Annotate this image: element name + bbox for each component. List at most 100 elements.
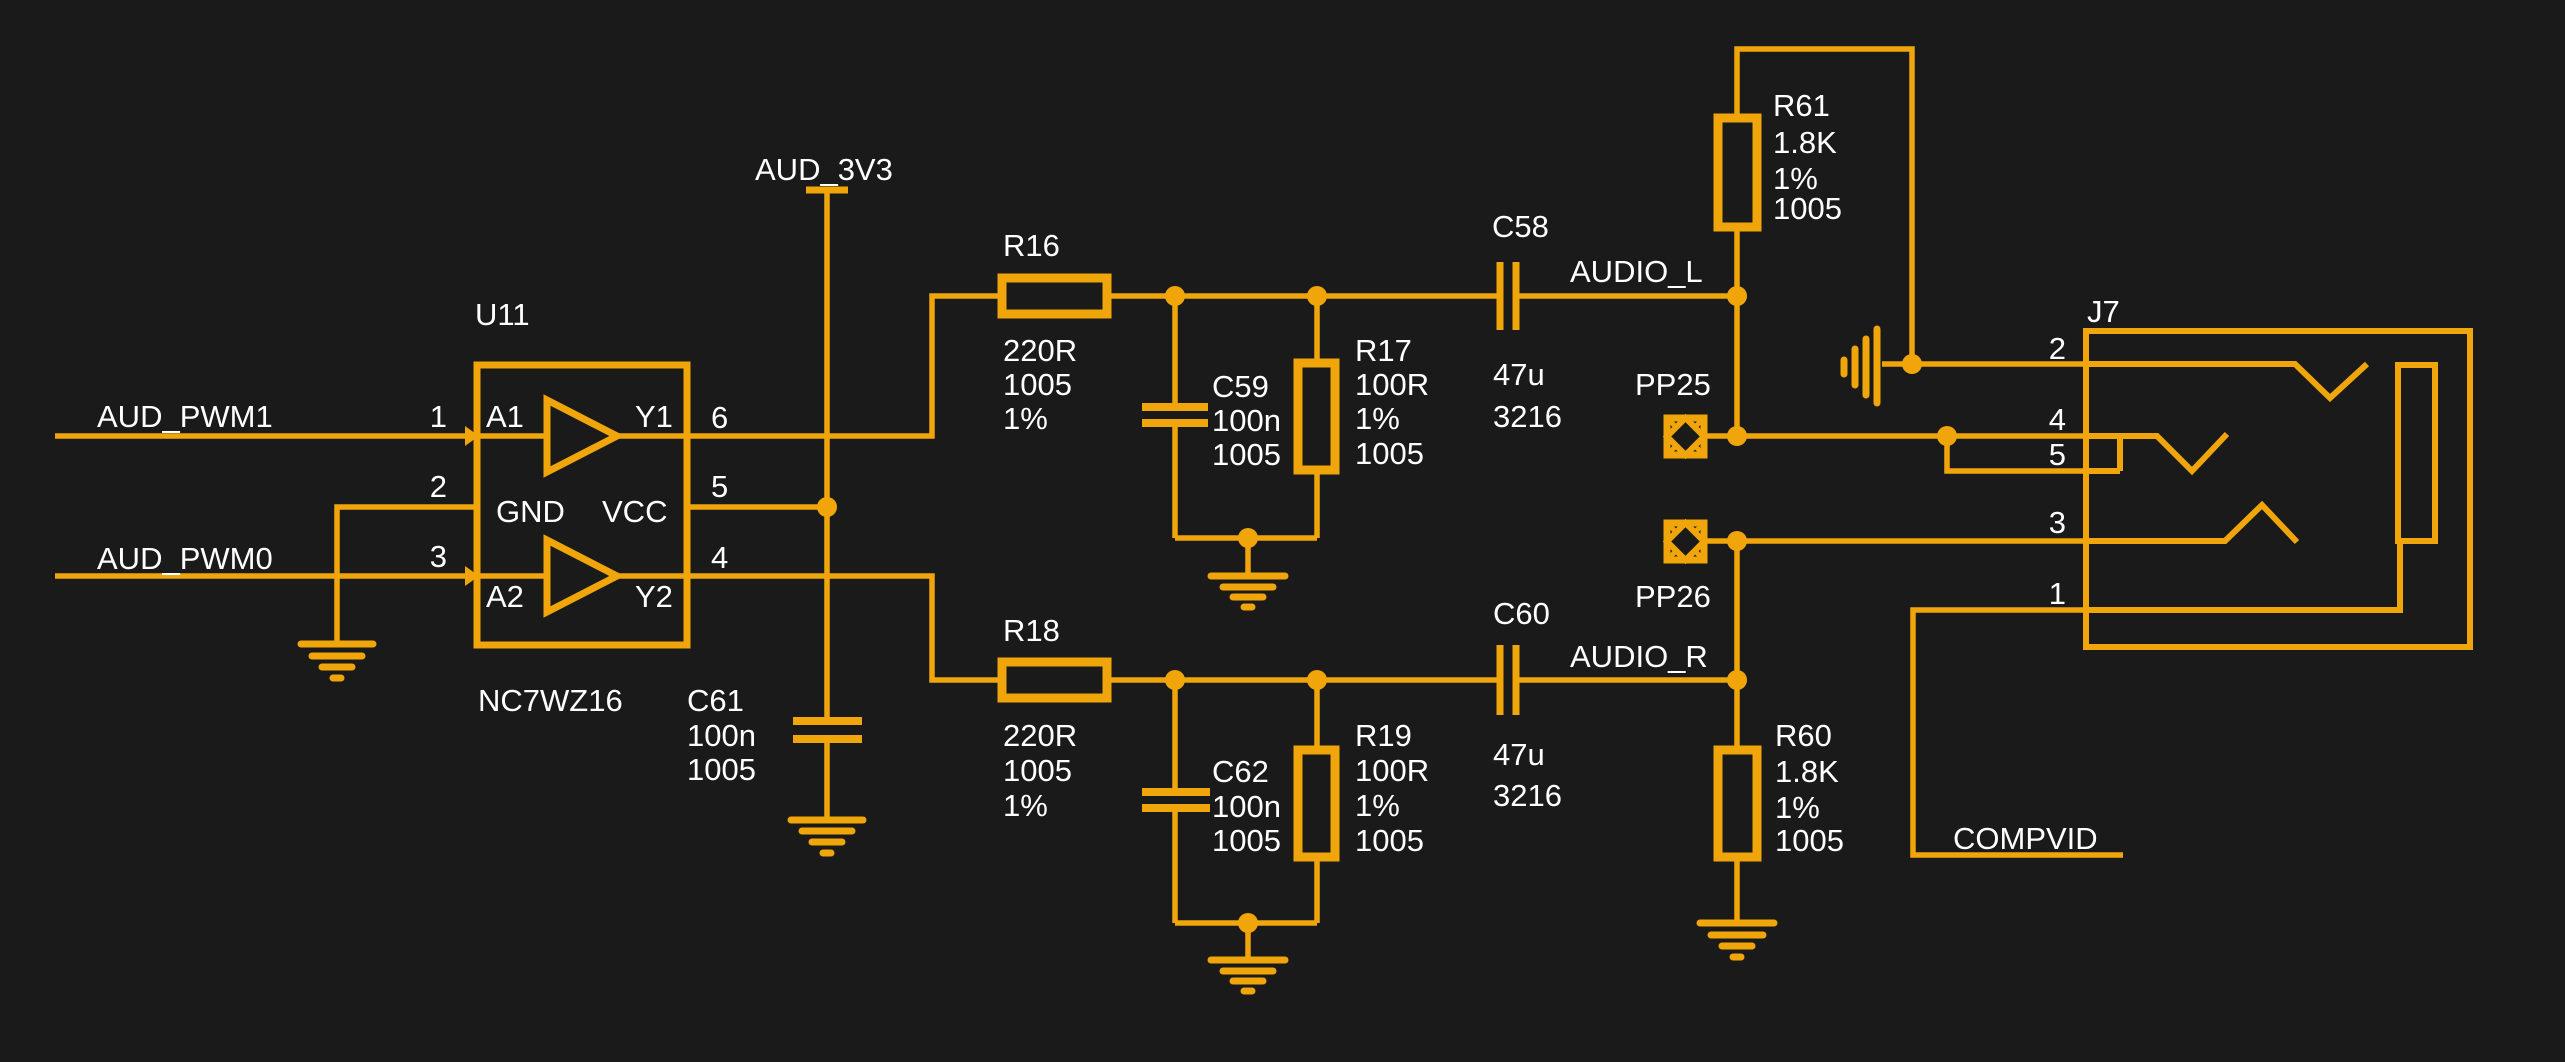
junction-audio-l bbox=[1727, 286, 1747, 306]
c58-value: 47u bbox=[1493, 357, 1545, 392]
c61-refdes: C61 bbox=[687, 683, 744, 718]
net-label-aud-pwm0: AUD_PWM0 bbox=[97, 541, 273, 576]
r17-value: 100R bbox=[1355, 367, 1429, 402]
u11-port-gnd: GND bbox=[496, 494, 565, 529]
u11-pin1-number: 1 bbox=[430, 399, 447, 434]
resistor-r19 bbox=[1293, 745, 1340, 862]
c61-package: 1005 bbox=[687, 752, 756, 787]
junction-r16-r17 bbox=[1307, 286, 1327, 306]
j7-body-outline bbox=[2083, 328, 2473, 650]
u11-port-a2: A2 bbox=[486, 579, 524, 614]
u11-y1-to-r16-wire bbox=[687, 293, 1002, 439]
r60-refdes: R60 bbox=[1775, 718, 1832, 753]
u11-pin1-input-arrow bbox=[465, 426, 479, 446]
resistor-r18 bbox=[997, 657, 1112, 703]
u11-port-y2: Y2 bbox=[635, 579, 673, 614]
c62-refdes: C62 bbox=[1212, 754, 1269, 789]
u11-pin3-input-arrow bbox=[465, 566, 479, 586]
testpoint-pp26 bbox=[1662, 518, 1709, 565]
u11-port-a1: A1 bbox=[486, 399, 524, 434]
ic-u11-symbol bbox=[465, 361, 691, 649]
junction-r16-c59 bbox=[1165, 286, 1185, 306]
r60-package: 1005 bbox=[1775, 823, 1844, 858]
capacitor-c60 bbox=[1496, 645, 1520, 715]
j7-pin4-number: 4 bbox=[2049, 402, 2066, 437]
junction-chassis-pin2 bbox=[1902, 354, 1922, 374]
r16-refdes: R16 bbox=[1003, 228, 1060, 263]
r16-value: 220R bbox=[1003, 333, 1077, 368]
u11-pin2-number: 2 bbox=[430, 469, 447, 504]
c59-refdes: C59 bbox=[1212, 369, 1269, 404]
j7-pin3-number: 3 bbox=[2049, 505, 2066, 540]
chassis-gnd-symbol bbox=[1840, 325, 1881, 407]
net-label-aud-3v3: AUD_3V3 bbox=[755, 152, 893, 187]
u11-port-vcc: VCC bbox=[602, 494, 667, 529]
gnd-symbol-c61 bbox=[787, 816, 867, 857]
u11-buffer1-triangle bbox=[543, 394, 625, 478]
resistor-r60 bbox=[1713, 745, 1762, 862]
c62-value: 100n bbox=[1212, 789, 1281, 824]
junction-pp26 bbox=[1727, 531, 1747, 551]
u11-pin2-gnd-wire bbox=[334, 504, 477, 644]
r61-refdes: R61 bbox=[1773, 88, 1830, 123]
r19-tolerance: 1% bbox=[1355, 788, 1400, 823]
capacitor-c59 bbox=[1142, 403, 1208, 427]
junction-pp25 bbox=[1727, 426, 1747, 446]
resistor-r61 bbox=[1713, 113, 1762, 232]
j7-pin1-compvid-wire bbox=[1910, 607, 2123, 858]
net-label-aud-pwm1: AUD_PWM1 bbox=[97, 399, 273, 434]
j7-tip-contact bbox=[2086, 361, 2370, 403]
r18-package: 1005 bbox=[1003, 753, 1072, 788]
u11-y2-to-r18-wire bbox=[687, 573, 1002, 683]
r18-refdes: R18 bbox=[1003, 613, 1060, 648]
j7-pin2-number: 2 bbox=[2049, 331, 2066, 366]
capacitor-c58 bbox=[1496, 262, 1520, 330]
c58-package: 3216 bbox=[1493, 399, 1562, 434]
u11-pin6-number: 6 bbox=[711, 400, 728, 435]
c60-refdes: C60 bbox=[1493, 596, 1550, 631]
r18-value: 220R bbox=[1003, 718, 1077, 753]
r16-tolerance: 1% bbox=[1003, 401, 1048, 436]
j7-ring1-contact bbox=[2086, 431, 2230, 476]
c59-value: 100n bbox=[1212, 403, 1281, 438]
c59-package: 1005 bbox=[1212, 437, 1281, 472]
ground-symbols bbox=[297, 325, 1881, 995]
r19-refdes: R19 bbox=[1355, 718, 1412, 753]
u11-body-outline bbox=[473, 361, 691, 649]
r17-refdes: R17 bbox=[1355, 333, 1412, 368]
r61-value: 1.8K bbox=[1773, 125, 1837, 160]
j7-pin1-inner-wire bbox=[2086, 541, 2403, 613]
u11-port-y1: Y1 bbox=[635, 399, 673, 434]
j7-refdes: J7 bbox=[2087, 294, 2120, 329]
net-label-audio-l: AUDIO_L bbox=[1570, 254, 1703, 289]
junction-c62-r19-gnd bbox=[1238, 913, 1258, 933]
junction-r18-r19 bbox=[1307, 670, 1327, 690]
c62-package: 1005 bbox=[1212, 823, 1281, 858]
u11-pin5-number: 5 bbox=[711, 469, 728, 504]
r19-package: 1005 bbox=[1355, 823, 1424, 858]
junction-audio-r bbox=[1727, 670, 1747, 690]
j7-pin5-number: 5 bbox=[2049, 437, 2066, 472]
j7-sleeve-plug bbox=[2395, 362, 2438, 544]
component-symbols bbox=[793, 113, 1762, 862]
u11-pin3-number: 3 bbox=[430, 539, 447, 574]
junction-dots bbox=[817, 286, 1957, 933]
r19-value: 100R bbox=[1355, 753, 1429, 788]
r61-tolerance: 1% bbox=[1773, 161, 1818, 196]
u11-pin4-number: 4 bbox=[711, 540, 728, 575]
c60-package: 3216 bbox=[1493, 778, 1562, 813]
u11-buffer2-triangle bbox=[543, 534, 625, 618]
j7-pin5-branch-wire bbox=[1944, 436, 2086, 474]
r16-package: 1005 bbox=[1003, 367, 1072, 402]
c61-value: 100n bbox=[687, 718, 756, 753]
resistor-r17 bbox=[1293, 358, 1340, 475]
capacitor-c62 bbox=[1142, 788, 1210, 812]
pp26-refdes: PP26 bbox=[1635, 579, 1711, 614]
pp25-refdes: PP25 bbox=[1635, 367, 1711, 402]
r61-loop-wire bbox=[1734, 46, 1915, 364]
testpoint-pp25 bbox=[1662, 413, 1709, 460]
r18-tolerance: 1% bbox=[1003, 788, 1048, 823]
junction-pin4-pin5 bbox=[1937, 426, 1957, 446]
gnd-symbol-u11 bbox=[297, 640, 377, 682]
